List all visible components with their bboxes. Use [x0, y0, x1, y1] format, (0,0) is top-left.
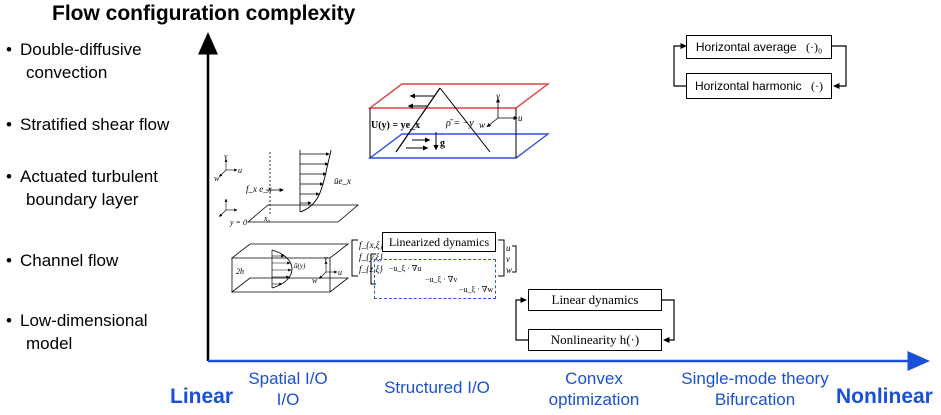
- axis-arrow-icon: [318, 271, 327, 280]
- horizontal-average-box: Horizontal average (·)₀: [686, 35, 832, 59]
- flow-label: Actuated turbulent: [20, 167, 158, 186]
- input-vector-bracket: [370, 253, 376, 285]
- axis-arrow-icon: [218, 209, 227, 218]
- bullet-icon: •: [6, 40, 12, 59]
- method-convex-optimization: Convex optimization: [538, 368, 650, 410]
- axis-label: w: [312, 276, 318, 285]
- nonlinearity-box: Nonlinearity h(·): [528, 329, 662, 351]
- axis-arrow-icon: [218, 169, 227, 178]
- horizontal-harmonic-box: Horizontal harmonic (·): [686, 73, 832, 99]
- flow-label: Low-dimensional: [20, 311, 148, 330]
- harmonic-loop-wires: [673, 43, 847, 89]
- input-component: f_{z,ξ}: [359, 264, 383, 274]
- wall-label: y = 0: [229, 218, 247, 227]
- method-single-mode-bifurcation: Single-mode theory Bifurcation: [672, 368, 838, 410]
- output-component: w: [506, 265, 513, 275]
- box-label: Horizontal harmonic: [694, 79, 802, 93]
- axis-label: v: [496, 91, 500, 101]
- feedback-arrow-icon: [832, 45, 847, 89]
- output-component: u: [506, 243, 511, 253]
- axis-label: w: [479, 120, 485, 130]
- bullet-icon: •: [6, 115, 12, 134]
- profile-label: ū(y): [294, 262, 306, 270]
- axis-label: u: [518, 113, 523, 123]
- input-bracket: [351, 239, 358, 277]
- boundary-layer-sketch: f_x e_x ūe_x x₀ v u w y = 0: [214, 149, 360, 227]
- input-component: f_{y,ξ}: [359, 252, 383, 262]
- method-label-continued: optimization: [548, 390, 640, 409]
- method-structured-io: Structured I/O: [372, 377, 502, 398]
- flow-label: Stratified shear flow: [20, 115, 170, 134]
- bullet-icon: •: [6, 167, 12, 186]
- stratified-shear-sketch: U(y) = ye_x ρ̄ = −y g v w u: [367, 83, 551, 159]
- feedback-arrow-icon: [515, 297, 528, 341]
- channel-top-wall: [230, 243, 350, 259]
- bottom-plane: [367, 133, 551, 159]
- height-label: 2h: [236, 267, 244, 276]
- bl-profile-curve: [299, 149, 332, 213]
- location-label: x₀: [263, 214, 271, 223]
- shear-profile-line: [395, 87, 441, 153]
- axis-label: u: [238, 166, 242, 175]
- flow-label: Channel flow: [20, 251, 119, 270]
- top-plane: [367, 83, 551, 109]
- axis-label: w: [214, 174, 220, 183]
- bullet-icon: •: [6, 251, 12, 270]
- average-operator-symbol: (·)₀: [805, 40, 823, 54]
- nonlinear-end-label: Nonlinear: [836, 385, 933, 408]
- method-label-continued: Bifurcation: [714, 390, 796, 409]
- structured-nonlinearity-box: −u_ξ · ∇u −u_ξ · ∇v −u_ξ · ∇w: [374, 259, 496, 299]
- method-label: Spatial I/O: [248, 369, 328, 388]
- method-label: Single-mode theory: [681, 369, 829, 388]
- linearized-dynamics-box: Linearized dynamics: [382, 232, 496, 252]
- output-vector: u v w: [506, 243, 512, 276]
- gravity-label: g: [440, 138, 445, 149]
- flow-item-double-diffusive: • Double-diffusive convection: [6, 38, 142, 84]
- channel-bottom-wall: [230, 277, 350, 293]
- feedback-arrow-icon: [673, 43, 687, 87]
- bullet-icon: •: [6, 311, 12, 330]
- method-label-continued: I/O: [276, 390, 300, 409]
- input-component: f_{x,ξ}: [359, 240, 384, 250]
- flow-label: Double-diffusive: [20, 40, 142, 59]
- harmonic-operator-symbol: (·): [811, 79, 824, 93]
- input-vector: f_{x,ξ} f_{y,ξ} f_{z,ξ}: [359, 239, 383, 275]
- axis-label: v: [224, 152, 228, 161]
- linear-end-label: Linear: [170, 385, 234, 408]
- density-profile-line: [439, 87, 491, 153]
- structured-io-wires: [351, 239, 517, 285]
- nonlinear-loop-wires: [515, 297, 675, 343]
- flow-item-stratified-shear: • Stratified shear flow: [6, 113, 169, 136]
- output-vector-bracket: [512, 245, 517, 273]
- feedback-arrow-icon: [662, 299, 675, 343]
- output-bracket: [498, 239, 505, 277]
- flow-label-continued: boundary layer: [26, 190, 139, 209]
- axis-arrow-icon: [486, 117, 499, 128]
- box-label: Horizontal average: [695, 40, 797, 54]
- flow-item-actuated-boundary-layer: • Actuated turbulent boundary layer: [6, 165, 158, 211]
- axis-label: v: [324, 254, 328, 263]
- method-label: Structured I/O: [384, 378, 490, 397]
- density-label: ρ̄ = −y: [445, 118, 474, 129]
- axis-label: u: [338, 268, 342, 277]
- output-component: v: [506, 254, 510, 264]
- method-label: Convex: [565, 369, 623, 388]
- velocity-label: U(y) = ye_x: [371, 120, 420, 131]
- nonlinear-term: −u_ξ · ∇u: [389, 264, 422, 273]
- nonlinear-term: −u_ξ · ∇v: [425, 275, 458, 284]
- method-spatial-io: Spatial I/O I/O: [238, 368, 338, 410]
- linear-dynamics-box: Linear dynamics: [528, 289, 662, 311]
- flow-label-continued: convection: [26, 63, 108, 82]
- nonlinear-term: −u_ξ · ∇w: [459, 285, 494, 294]
- wall-plane: [246, 204, 360, 223]
- flow-item-channel-flow: • Channel flow: [6, 249, 118, 272]
- forcing-label: f_x e_x: [246, 184, 272, 194]
- flow-label-continued: model: [26, 334, 73, 353]
- mean-velocity-label: ūe_x: [334, 176, 351, 186]
- flow-item-low-dimensional: • Low-dimensional model: [6, 309, 148, 355]
- channel-flow-sketch: 2h ū(y) v w u: [230, 243, 350, 293]
- diagram-title: Flow configuration complexity: [52, 2, 356, 25]
